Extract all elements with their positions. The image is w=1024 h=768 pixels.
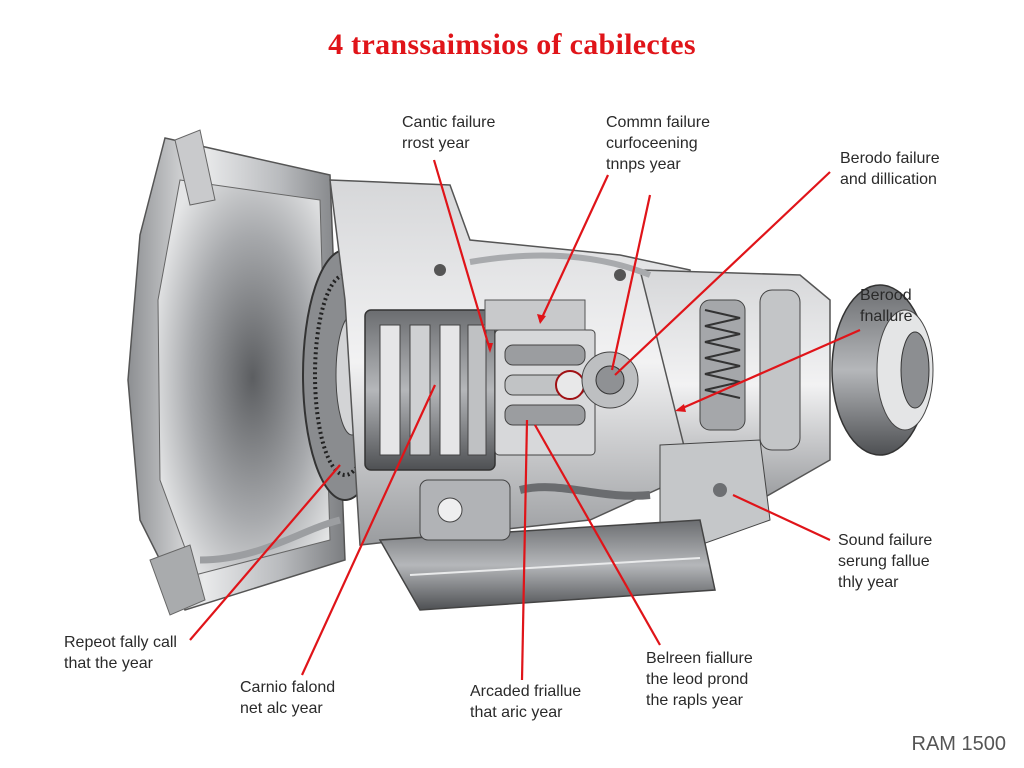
callout-line: Cantic failure — [402, 114, 496, 131]
callout-line: Commn failure — [606, 114, 711, 131]
leader-sound — [732, 494, 831, 541]
callout-line: Arcaded friallue — [470, 683, 582, 700]
leader-berood — [677, 328, 861, 412]
leader-common-2 — [610, 194, 652, 371]
callout-line: Repeot fally call — [64, 634, 177, 651]
callout-line: fnallure — [860, 308, 913, 325]
callout-line: Berodo failure — [840, 150, 940, 167]
callout-line: that the year — [64, 655, 153, 672]
callout-line: Sound failure — [838, 532, 933, 549]
callout-belreen: Belreen fiallure the leod prond the rapl… — [646, 648, 753, 711]
diagram-title: 4 transsaimsios of cabilectes — [328, 28, 696, 61]
callout-line: that aric year — [470, 704, 563, 721]
leader-arcaded — [520, 419, 529, 681]
leader-berodo — [614, 171, 831, 376]
callout-berood: Berood fnallure — [860, 285, 912, 327]
callout-line: serung fallue — [838, 553, 930, 570]
callout-sound: Sound failure serung fallue thly year — [838, 530, 932, 593]
callout-line: the leod prond — [646, 671, 749, 688]
callout-arcaded: Arcaded friallue that aric year — [470, 681, 581, 723]
leader-carnio — [301, 384, 436, 676]
callout-line: rrost year — [402, 135, 470, 152]
leader-cantic — [432, 159, 492, 351]
callout-line: Carnio falond — [240, 679, 336, 696]
brand-label: RAM 1500 — [911, 733, 1007, 755]
callout-cantic: Cantic failure rrost year — [402, 112, 495, 154]
callout-carnio: Carnio falond net alc year — [240, 677, 335, 719]
transmission-illustration — [127, 129, 934, 616]
callout-line: Belreen fiallure — [646, 650, 753, 667]
callout-line: Berood — [860, 287, 912, 304]
callout-common: Commn failure curfoceening tnnps year — [606, 112, 710, 175]
callout-line: curfoceening — [606, 135, 698, 152]
callout-repeot: Repeot fally call that the year — [64, 632, 177, 674]
callout-line: net alc year — [240, 700, 323, 717]
leader-lines — [189, 159, 861, 681]
leader-repeot — [189, 464, 341, 641]
callout-line: the rapls year — [646, 692, 743, 709]
callout-berodo: Berodo failure and dillication — [840, 148, 940, 190]
leader-belreen — [534, 424, 661, 646]
leader-common — [539, 174, 609, 323]
callout-line: tnnps year — [606, 156, 681, 173]
callout-line: and dillication — [840, 171, 937, 188]
callout-line: thly year — [838, 574, 899, 591]
